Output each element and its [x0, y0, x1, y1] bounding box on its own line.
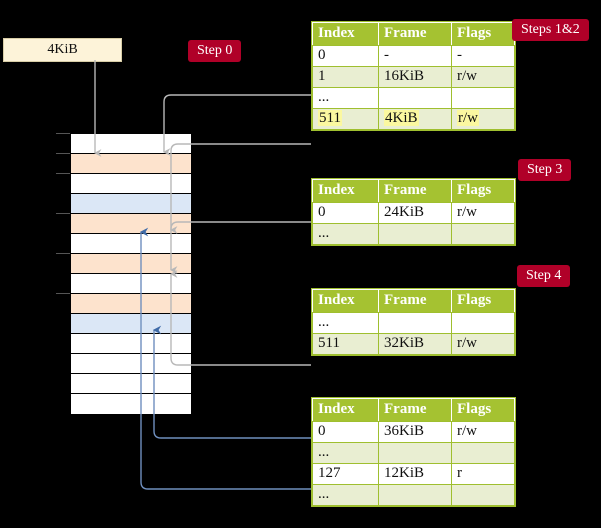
- cell-frame: 12KiB: [378, 463, 452, 485]
- cell-frame: [378, 223, 452, 245]
- arrow-step4: [170, 270, 311, 366]
- cell-index: ...: [312, 312, 379, 334]
- cell-flags: [451, 223, 515, 245]
- cell-flags: [451, 442, 515, 464]
- memory-tick-2: [56, 173, 70, 174]
- badge-step-3: Step 3: [518, 159, 572, 182]
- memory-frame-2: [71, 174, 191, 194]
- cell-flags: r/w: [451, 108, 515, 130]
- table-row[interactable]: ...: [312, 484, 515, 506]
- memory-frame-13: [71, 394, 191, 414]
- cell-flags: [451, 312, 515, 334]
- cell-index: ...: [312, 87, 379, 109]
- memory-frame-3: [71, 194, 191, 214]
- cell-index: ...: [312, 223, 379, 245]
- memory-frame-1: [71, 154, 191, 174]
- column-header-frame: Frame: [378, 22, 452, 46]
- memory-frame-12: [71, 374, 191, 394]
- badge-step-4: Step 4: [517, 265, 571, 288]
- cell-index: 127: [312, 463, 379, 485]
- cell-frame: 4KiB: [378, 108, 452, 130]
- memory-frame-7: [71, 274, 191, 294]
- source-frame-label: 4KiB: [47, 42, 78, 57]
- cell-index: ...: [312, 442, 379, 464]
- cell-index: 511: [312, 333, 379, 355]
- cell-flags: r/w: [451, 202, 515, 224]
- arrow-step3: [169, 221, 311, 274]
- column-header-flags: Flags: [451, 22, 515, 46]
- source-frame-box: 4KiB: [3, 38, 122, 62]
- memory-frame-5: [71, 234, 191, 254]
- memory-frame-8: [71, 294, 191, 314]
- memory-frame-9: [71, 314, 191, 334]
- column-header-index: Index: [312, 22, 379, 46]
- column-header-flags: Flags: [451, 398, 515, 422]
- cell-flags: r: [451, 463, 515, 485]
- badge-steps-1-2: Steps 1&2: [512, 19, 589, 42]
- cell-frame: 24KiB: [378, 202, 452, 224]
- cell-frame: 16KiB: [378, 66, 452, 88]
- memory-tick-0: [56, 133, 70, 134]
- column-header-frame: Frame: [378, 179, 452, 203]
- cell-flags: r/w: [451, 333, 515, 355]
- column-header-frame: Frame: [378, 398, 452, 422]
- cell-frame: [378, 442, 452, 464]
- table-row[interactable]: ...: [312, 312, 515, 334]
- memory-frame-10: [71, 334, 191, 354]
- cell-frame: [378, 484, 452, 506]
- column-header-index: Index: [312, 289, 379, 313]
- column-header-index: Index: [312, 179, 379, 203]
- badge-step-0: Step 0: [188, 40, 242, 63]
- cell-flags: r/w: [451, 66, 515, 88]
- table-row[interactable]: ...: [312, 442, 515, 464]
- cell-frame: 32KiB: [378, 333, 452, 355]
- memory-frame-6: [71, 254, 191, 274]
- memory-tick-1: [56, 153, 70, 154]
- column-header-flags: Flags: [451, 179, 515, 203]
- table-row[interactable]: 0--: [312, 45, 515, 67]
- cell-index: 1: [312, 66, 379, 88]
- memory-frame-0: [71, 134, 191, 154]
- cell-index: 0: [312, 45, 379, 67]
- physical-memory-column: [70, 133, 191, 414]
- cell-index: 0: [312, 202, 379, 224]
- cell-frame: 36KiB: [378, 421, 452, 443]
- memory-frame-11: [71, 354, 191, 374]
- cell-index: 511: [312, 108, 379, 130]
- memory-tick-4: [56, 213, 70, 214]
- cell-flags: [451, 484, 515, 506]
- cell-frame: [378, 87, 452, 109]
- column-header-index: Index: [312, 398, 379, 422]
- cell-index: ...: [312, 484, 379, 506]
- memory-frame-4: [71, 214, 191, 234]
- cell-frame: [378, 312, 452, 334]
- table-row[interactable]: ...: [312, 87, 515, 109]
- memory-tick-8: [56, 293, 70, 294]
- memory-tick-6: [56, 253, 70, 254]
- column-header-frame: Frame: [378, 289, 452, 313]
- cell-frame: -: [378, 45, 452, 67]
- table-row[interactable]: ...: [312, 223, 515, 245]
- cell-flags: [451, 87, 515, 109]
- cell-index: 0: [312, 421, 379, 443]
- column-header-flags: Flags: [451, 289, 515, 313]
- cell-flags: r/w: [451, 421, 515, 443]
- cell-flags: -: [451, 45, 515, 67]
